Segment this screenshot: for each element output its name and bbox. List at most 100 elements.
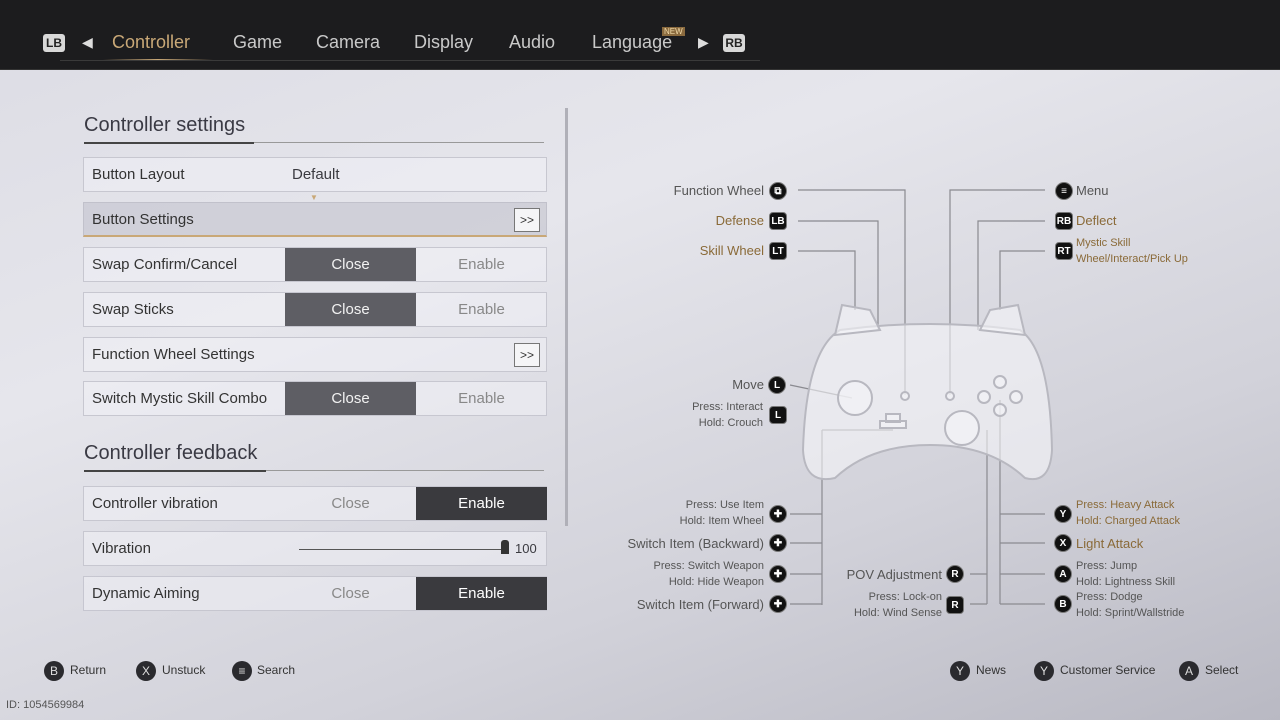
customer-service-button[interactable]: Customer Service (1060, 663, 1156, 677)
label-x: Light Attack (1076, 536, 1144, 551)
dropdown-indicator-icon: ▼ (310, 193, 318, 202)
option-enable[interactable]: Enable (416, 487, 547, 520)
option-close[interactable]: Close (285, 248, 416, 281)
option-enable[interactable]: Enable (458, 256, 505, 273)
row-label: Controller vibration (92, 495, 218, 512)
tab-audio[interactable]: Audio (509, 32, 556, 52)
left-stick-press-icon: L (769, 406, 787, 424)
button-layout-row[interactable]: Button Layout Default ▼ (83, 157, 547, 202)
tab-camera[interactable]: Camera (316, 32, 381, 52)
view-button-icon: ⧉ (769, 182, 787, 200)
button-settings-row[interactable]: Button Settings >> (83, 202, 547, 237)
chevron-right-icon[interactable]: >> (514, 343, 540, 367)
option-close[interactable]: Close (285, 293, 416, 326)
label-function-wheel: Function Wheel (673, 183, 764, 198)
controller-vibration-row: Controller vibration Close Enable (83, 486, 547, 521)
search-button[interactable]: Search (257, 663, 296, 677)
label-dpad-right: Switch Item (Forward) (636, 597, 764, 612)
row-label: Dynamic Aiming (92, 585, 200, 602)
return-button[interactable]: Return (70, 663, 107, 677)
y-key-icon: Y (1034, 661, 1054, 681)
function-wheel-settings-row[interactable]: Function Wheel Settings >> (83, 337, 547, 372)
lt-icon: LT (769, 242, 787, 260)
y-button-icon: Y (1054, 505, 1072, 523)
vibration-value: 100 (515, 541, 537, 556)
row-label: Switch Mystic Skill Combo (92, 390, 268, 407)
a-key-icon: A (1179, 661, 1199, 681)
rb-icon: RB (1055, 212, 1073, 230)
label-move: Move (732, 377, 764, 392)
swap-confirm-cancel-row: Swap Confirm/Cancel Close Enable (83, 247, 547, 282)
option-close[interactable]: Close (331, 585, 370, 602)
tab-language[interactable]: Language (592, 32, 673, 52)
chevron-right-icon[interactable]: >> (514, 208, 540, 232)
dynamic-aiming-row: Dynamic Aiming Close Enable (83, 576, 547, 611)
heading-divider (84, 470, 544, 472)
option-enable[interactable]: Enable (416, 577, 547, 610)
vibration-row: Vibration 100 (83, 531, 547, 566)
lb-button[interactable]: LB (43, 34, 65, 52)
unstuck-button[interactable]: Unstuck (162, 663, 206, 677)
label-pov-adjustment: POV Adjustment (846, 567, 942, 582)
vibration-slider-thumb[interactable] (501, 540, 509, 554)
dpad-down-icon: ✚ (769, 565, 787, 583)
nav-divider (60, 60, 760, 61)
dpad-up-icon: ✚ (769, 505, 787, 523)
swap-sticks-row: Swap Sticks Close Enable (83, 292, 547, 327)
lb-icon: LB (769, 212, 787, 230)
controller-settings-heading: Controller settings (84, 114, 246, 136)
b-button-icon: B (1054, 595, 1072, 613)
row-label: Swap Sticks (92, 301, 174, 318)
dpad-left-icon: ✚ (769, 534, 787, 552)
nav-left-arrow-icon[interactable]: ◀ (82, 34, 93, 50)
heading-divider (84, 142, 544, 144)
menu-key-icon: ≡ (232, 661, 252, 681)
y-key-icon: Y (950, 661, 970, 681)
label-deflect: Deflect (1076, 213, 1117, 228)
label-skill-wheel: Skill Wheel (699, 243, 764, 258)
label-menu: Menu (1076, 183, 1109, 198)
controller-outline (801, 303, 1054, 481)
news-button[interactable]: News (976, 663, 1007, 677)
row-label: Button Layout (92, 166, 185, 183)
top-nav: LB ◀ Controller Game Camera Display Audi… (0, 0, 1280, 70)
x-button-icon: X (1054, 534, 1072, 552)
nav-right-arrow-icon[interactable]: ▶ (698, 34, 709, 50)
select-button[interactable]: Select (1205, 663, 1239, 677)
panel-scrollbar[interactable] (565, 108, 568, 526)
player-id: ID: 1054569984 (6, 699, 85, 711)
b-key-icon: B (44, 661, 64, 681)
tab-controller[interactable]: Controller (112, 32, 191, 52)
label-dpad-left: Switch Item (Backward) (627, 536, 764, 551)
menu-button-icon: ≡ (1055, 182, 1073, 200)
rt-icon: RT (1055, 242, 1073, 260)
a-button-icon: A (1054, 565, 1072, 583)
tab-display[interactable]: Display (414, 32, 474, 52)
row-label: Vibration (92, 540, 151, 557)
tab-game[interactable]: Game (233, 32, 283, 52)
button-layout-value[interactable]: Default (292, 166, 340, 183)
switch-mystic-skill-combo-row: Switch Mystic Skill Combo Close Enable (83, 381, 547, 416)
option-close[interactable]: Close (285, 382, 416, 415)
row-label: Button Settings (92, 211, 194, 228)
vibration-slider-track[interactable] (299, 549, 509, 550)
left-stick-icon: L (768, 376, 786, 394)
row-label: Swap Confirm/Cancel (92, 256, 238, 273)
option-close[interactable]: Close (331, 495, 370, 512)
option-enable[interactable]: Enable (458, 301, 505, 318)
option-enable[interactable]: Enable (458, 390, 505, 407)
row-label: Function Wheel Settings (92, 346, 255, 363)
x-key-icon: X (136, 661, 156, 681)
label-defense: Defense (715, 213, 764, 228)
rb-button[interactable]: RB (723, 34, 745, 52)
dpad-right-icon: ✚ (769, 595, 787, 613)
